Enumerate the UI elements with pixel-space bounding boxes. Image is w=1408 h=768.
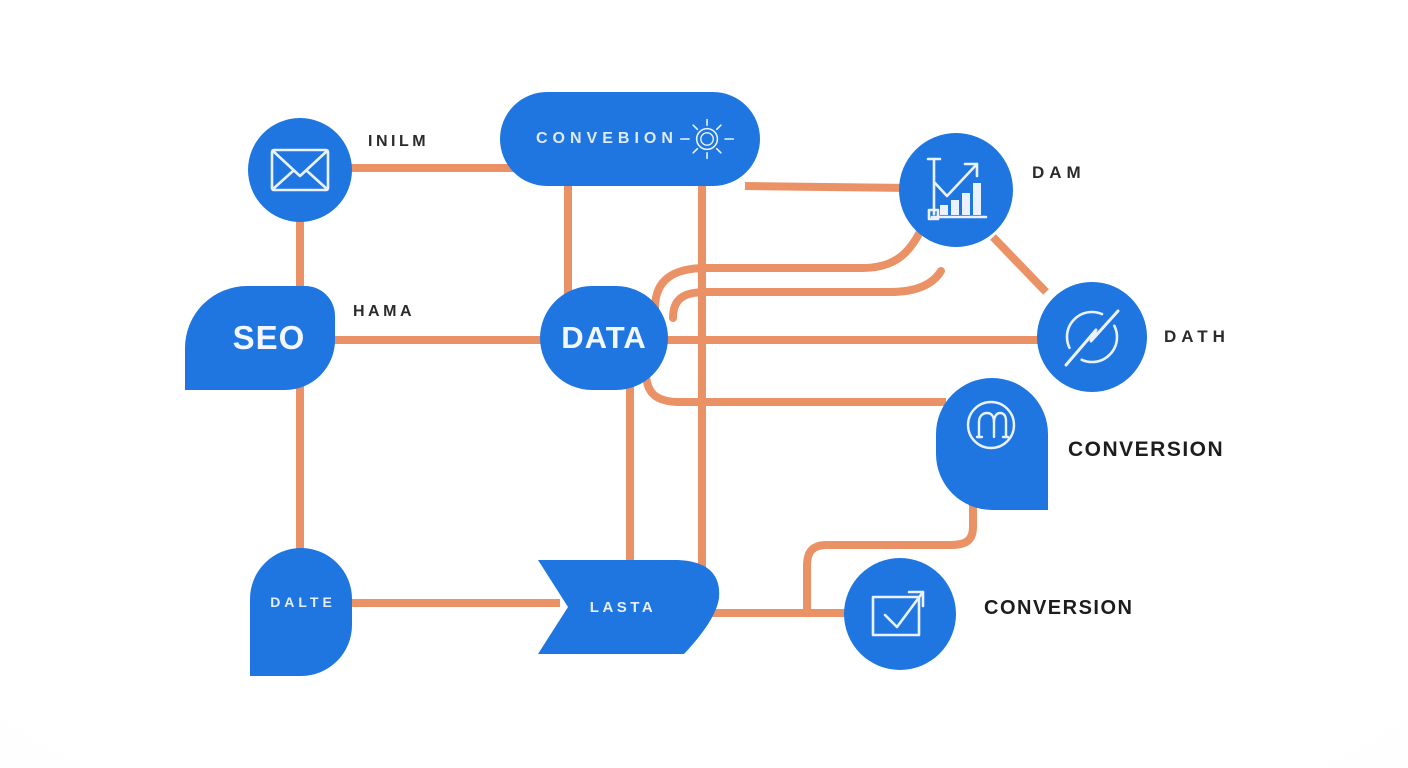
sun-icon	[679, 118, 735, 160]
funnel-node	[936, 378, 1048, 510]
lasta-label: LASTA	[589, 598, 657, 616]
data-label: DATA	[561, 320, 647, 355]
m-badge-icon	[966, 400, 1016, 450]
trend-node	[1037, 282, 1147, 392]
analytics-node	[899, 133, 1013, 247]
banner-shape	[538, 560, 720, 654]
checkbox-arrow-icon	[871, 590, 925, 637]
annotation-dam: DAM	[1032, 163, 1086, 182]
dalte-node: DALTE	[250, 548, 352, 676]
pill-label: CONVEBION	[536, 130, 678, 147]
email-node	[248, 118, 352, 222]
lasta-node: LASTA	[518, 554, 728, 660]
seo-node: SEO	[185, 286, 335, 390]
check-node	[844, 558, 956, 670]
dalte-label: DALTE	[270, 594, 336, 610]
trend-slash-icon	[1064, 309, 1120, 367]
annotation-dath: DATH	[1164, 327, 1230, 346]
envelope-icon	[270, 148, 330, 192]
seo-label: SEO	[232, 319, 306, 356]
annotation-conversion-bottom: CONVERSION	[984, 597, 1134, 619]
annotation-conversion-mid: CONVERSION	[1068, 438, 1225, 461]
annotation-inilm: INILM	[368, 133, 430, 150]
conversion-pill-node: CONVEBION	[500, 92, 760, 186]
data-node: DATA	[540, 286, 668, 390]
annotation-hama: HAMA	[353, 303, 415, 320]
bar-chart-icon	[926, 157, 988, 221]
